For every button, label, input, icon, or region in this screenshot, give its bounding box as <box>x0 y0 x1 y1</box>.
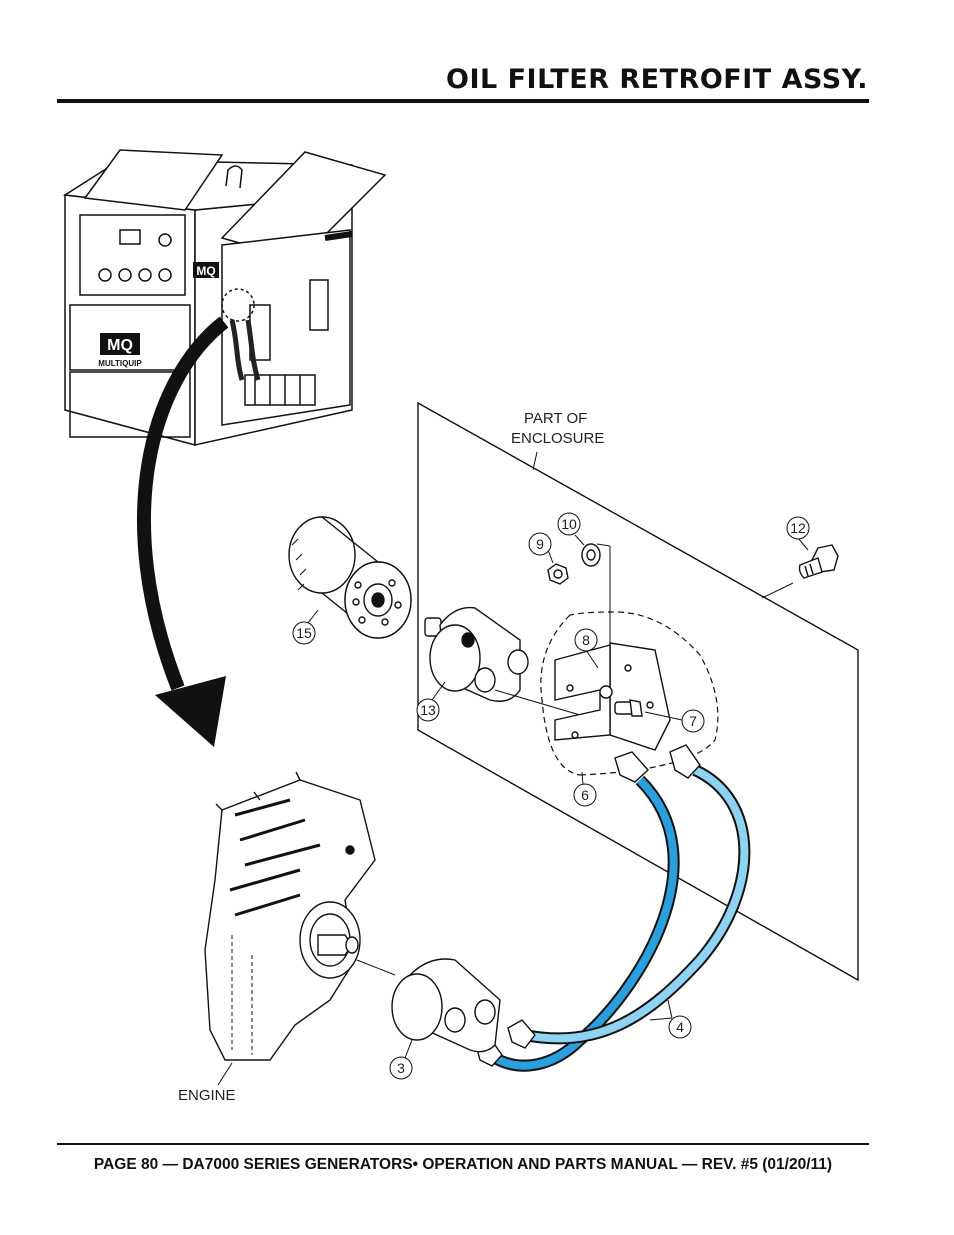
callout-13: 13 <box>416 698 440 722</box>
callout-12: 12 <box>786 516 810 540</box>
callout-4: 4 <box>668 1015 692 1039</box>
svg-text:MULTIQUIP: MULTIQUIP <box>98 359 142 368</box>
callout-6: 6 <box>573 783 597 807</box>
svg-text:3: 3 <box>397 1060 405 1076</box>
page-title: OIL FILTER RETROFIT ASSY. <box>446 64 868 95</box>
leader-10 <box>574 534 585 546</box>
generator-illustration <box>62 149 387 446</box>
leader-12 <box>797 537 809 551</box>
svg-text:13: 13 <box>420 702 436 718</box>
label-part-of: PART OF <box>524 410 587 427</box>
bolt-7 <box>614 699 643 717</box>
leader-engine <box>217 1062 233 1086</box>
washer-10 <box>581 543 601 567</box>
svg-text:9: 9 <box>536 536 544 552</box>
mq-logo-panel: MQ <box>193 262 219 278</box>
leader-3 <box>404 1039 413 1059</box>
label-enclosure: ENCLOSURE <box>511 430 604 447</box>
hose-fittings <box>475 744 701 1067</box>
svg-text:7: 7 <box>689 713 697 729</box>
leader-4 <box>649 1017 673 1021</box>
page-footer: PAGE 80 — DA7000 SERIES GENERATORS• OPER… <box>93 1156 833 1173</box>
svg-text:MQ: MQ <box>107 337 133 354</box>
bolt-12 <box>798 544 839 579</box>
callout-10: 10 <box>557 512 581 536</box>
svg-text:15: 15 <box>296 625 312 641</box>
header-rule <box>57 99 869 103</box>
footer-rule <box>57 1143 869 1145</box>
arrow-icon <box>137 316 229 747</box>
callout-7: 7 <box>681 709 705 733</box>
engine-illustration <box>204 771 376 1061</box>
leader-enclosure <box>532 451 538 471</box>
mounting-bracket <box>554 642 671 751</box>
oil-hoses <box>486 764 751 1072</box>
mq-logo-front: MQ MULTIQUIP <box>98 333 142 368</box>
leader-9 <box>547 549 554 564</box>
engine-adapter <box>391 958 501 1053</box>
leader-7 <box>644 711 683 721</box>
svg-text:MQ: MQ <box>196 264 215 278</box>
callout-8: 8 <box>574 628 598 652</box>
callout-9: 9 <box>528 532 552 556</box>
label-engine: ENGINE <box>178 1087 236 1104</box>
bracket-outline <box>540 611 719 776</box>
svg-text:8: 8 <box>582 632 590 648</box>
oil-filter <box>288 516 412 660</box>
nut-9 <box>547 563 569 585</box>
leader-6 <box>581 771 584 786</box>
svg-text:12: 12 <box>790 520 806 536</box>
filter-adapter <box>424 606 581 716</box>
callout-3: 3 <box>389 1056 413 1080</box>
svg-text:10: 10 <box>561 516 577 532</box>
leader-8 <box>585 649 599 669</box>
callout-15: 15 <box>292 621 316 645</box>
svg-text:6: 6 <box>581 787 589 803</box>
svg-text:4: 4 <box>676 1019 684 1035</box>
leader-13 <box>431 681 446 701</box>
